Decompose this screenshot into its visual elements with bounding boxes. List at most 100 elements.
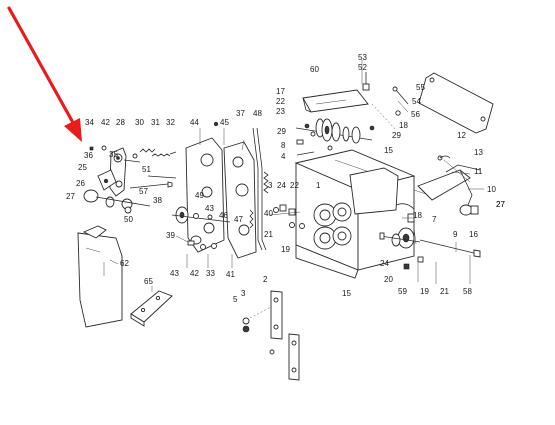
- cam-part-26: [97, 169, 117, 191]
- label-39: 39: [166, 231, 175, 240]
- label-40: 40: [264, 209, 273, 218]
- label-22-top: 22: [290, 181, 299, 190]
- bracket-part-10: [417, 159, 473, 206]
- nuts-part-3-5: [242, 306, 275, 355]
- label-50: 50: [124, 215, 133, 224]
- label-26: 26: [76, 179, 85, 188]
- pin-part-16: [402, 213, 415, 223]
- clip-part-13: [439, 155, 451, 159]
- label-35: 35: [109, 150, 118, 159]
- label-36: 36: [84, 151, 93, 160]
- rod-part-57: [129, 181, 173, 189]
- label-62: 62: [120, 259, 129, 268]
- label-59: 59: [398, 287, 407, 296]
- label-1: 1: [316, 181, 321, 190]
- label-27-left: 27: [66, 192, 75, 201]
- spring-parts-30-31: [132, 148, 177, 159]
- label-34: 34: [85, 118, 94, 127]
- lever-part-28: [109, 147, 127, 197]
- label-25: 25: [78, 163, 87, 172]
- label-53: 53: [358, 53, 367, 62]
- label-19-low: 19: [420, 287, 429, 296]
- pin-part-34: [89, 145, 107, 151]
- label-48: 48: [253, 109, 262, 118]
- label-31: 31: [151, 118, 160, 127]
- label-2: 2: [263, 275, 268, 284]
- label-57: 57: [139, 187, 148, 196]
- washer-part-50: [124, 206, 132, 214]
- label-9: 9: [453, 230, 458, 239]
- label-18-upper: 18: [399, 121, 408, 130]
- label-52: 52: [358, 63, 367, 72]
- label-43-low: 43: [170, 269, 179, 278]
- label-4: 4: [281, 152, 286, 161]
- label-32: 32: [166, 118, 175, 127]
- label-41: 41: [226, 270, 235, 279]
- spring-part-46: [249, 209, 254, 229]
- label-44: 44: [190, 118, 199, 127]
- label-21-left: 21: [264, 230, 273, 239]
- part-number-labels: 53 52 60 55 54 56 17 22 23 18 29 29 12 8…: [66, 53, 505, 304]
- label-23: 23: [276, 107, 285, 116]
- label-5: 5: [233, 295, 238, 304]
- label-47: 47: [234, 215, 243, 224]
- label-28: 28: [116, 118, 125, 127]
- label-30: 30: [135, 118, 144, 127]
- pin-part-59: [403, 256, 424, 270]
- tray-part-60: [302, 89, 369, 113]
- bolt-part-9: [419, 239, 481, 258]
- bolt-part-51: [123, 159, 177, 179]
- label-65: 65: [144, 277, 153, 286]
- label-58: 58: [463, 287, 472, 296]
- label-13: 13: [474, 148, 483, 157]
- label-21-low: 21: [440, 287, 449, 296]
- label-10: 10: [487, 185, 496, 194]
- red-pointer-arrow: [7, 6, 82, 142]
- pulley-part-7: [379, 227, 421, 249]
- label-54: 54: [412, 97, 421, 106]
- arm-part-48: [252, 127, 267, 251]
- label-16: 16: [469, 230, 478, 239]
- label-60: 60: [310, 65, 319, 74]
- fasteners-housing: [269, 204, 305, 229]
- spring-part-47: [263, 171, 269, 194]
- label-15-low: 15: [342, 289, 351, 298]
- label-49: 49: [195, 191, 204, 200]
- label-29-left: 29: [277, 127, 286, 136]
- label-27-right2: 27: [496, 200, 505, 209]
- label-19-left: 19: [281, 245, 290, 254]
- label-11: 11: [474, 167, 483, 176]
- label-45: 45: [220, 118, 229, 127]
- label-42-top: 42: [101, 118, 110, 127]
- bracket-part-15-lower: [288, 333, 300, 381]
- bush-part-39: [187, 235, 202, 246]
- label-8: 8: [281, 141, 286, 150]
- label-17: 17: [276, 87, 285, 96]
- label-38: 38: [153, 196, 162, 205]
- label-12: 12: [457, 131, 466, 140]
- label-20: 20: [384, 275, 393, 284]
- leader-lines: [109, 60, 484, 292]
- plate-part-62: [77, 225, 123, 328]
- label-24-low: 24: [380, 259, 389, 268]
- label-33: 33: [206, 269, 215, 278]
- label-43-mid: 43: [205, 204, 214, 213]
- label-55: 55: [416, 83, 425, 92]
- pin-part-54: [392, 86, 409, 105]
- label-46: 46: [219, 211, 228, 220]
- label-3-top: 3: [268, 181, 273, 190]
- roller-part-27-right: [459, 204, 479, 216]
- label-24-top: 24: [277, 181, 286, 190]
- label-37: 37: [236, 109, 245, 118]
- gear-pair-housing: [313, 202, 352, 250]
- label-42-low: 42: [190, 269, 199, 278]
- label-51: 51: [142, 165, 151, 174]
- label-27-right: 27: [496, 200, 505, 209]
- label-22: 22: [276, 97, 285, 106]
- key-part-8: [296, 139, 304, 145]
- label-3-low: 3: [241, 289, 246, 298]
- side-plate-part-44: [185, 121, 225, 253]
- label-15-upper: 15: [384, 146, 393, 155]
- label-18-low: 18: [413, 211, 422, 220]
